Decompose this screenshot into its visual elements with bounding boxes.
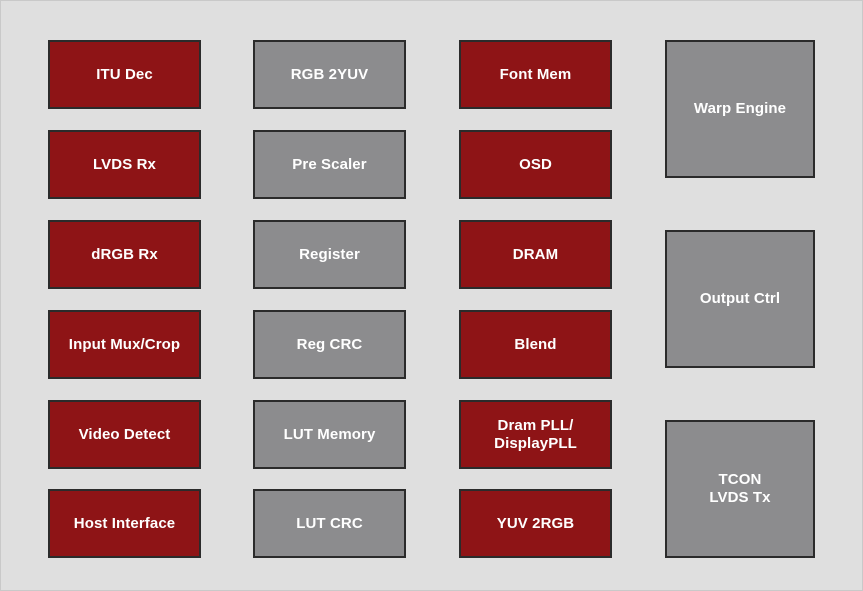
block-host-interface[interactable]: Host Interface: [48, 489, 201, 558]
block-label: YUV 2RGB: [496, 514, 575, 532]
block-label: DRAM: [512, 245, 559, 263]
block-label: LUT CRC: [296, 514, 363, 532]
block-label: OSD: [519, 155, 552, 173]
block-warp-engine[interactable]: Warp Engine: [665, 40, 815, 178]
block-label: Blend: [514, 335, 557, 353]
block-lut-crc[interactable]: LUT CRC: [253, 489, 406, 558]
block-blend[interactable]: Blend: [459, 310, 612, 379]
block-label: TCON LVDS Tx: [709, 471, 771, 506]
block-label: Host Interface: [73, 514, 176, 532]
block-label: RGB 2YUV: [290, 65, 369, 83]
block-label: Warp Engine: [693, 100, 787, 118]
block-output-ctrl[interactable]: Output Ctrl: [665, 230, 815, 368]
block-label: Dram PLL/ DisplayPLL: [494, 416, 577, 452]
block-label: ITU Dec: [96, 65, 153, 83]
block-label: LUT Memory: [283, 425, 376, 443]
block-dram[interactable]: DRAM: [459, 220, 612, 289]
block-reg-crc[interactable]: Reg CRC: [253, 310, 406, 379]
block-label: Reg CRC: [296, 335, 363, 353]
block-label: Register: [299, 245, 360, 263]
block-yuv-2rgb[interactable]: YUV 2RGB: [459, 489, 612, 558]
block-label: dRGB Rx: [91, 245, 158, 263]
block-lut-memory[interactable]: LUT Memory: [253, 400, 406, 469]
block-register[interactable]: Register: [253, 220, 406, 289]
block-label: Output Ctrl: [699, 290, 781, 308]
block-label: Input Mux/Crop: [68, 335, 181, 353]
block-osd[interactable]: OSD: [459, 130, 612, 199]
block-font-mem[interactable]: Font Mem: [459, 40, 612, 109]
block-pre-scaler[interactable]: Pre Scaler: [253, 130, 406, 199]
block-dram-pll-displaypll[interactable]: Dram PLL/ DisplayPLL: [459, 400, 612, 469]
block-drgb-rx[interactable]: dRGB Rx: [48, 220, 201, 289]
block-label: LVDS Rx: [93, 155, 156, 173]
block-label: Video Detect: [78, 425, 171, 443]
block-label: Pre Scaler: [292, 155, 367, 173]
block-itu-dec[interactable]: ITU Dec: [48, 40, 201, 109]
block-label: Font Mem: [499, 65, 572, 83]
block-tcon-lvds-tx[interactable]: TCON LVDS Tx: [665, 420, 815, 558]
block-rgb-2yuv[interactable]: RGB 2YUV: [253, 40, 406, 109]
block-input-mux-crop[interactable]: Input Mux/Crop: [48, 310, 201, 379]
block-video-detect[interactable]: Video Detect: [48, 400, 201, 469]
block-lvds-rx[interactable]: LVDS Rx: [48, 130, 201, 199]
